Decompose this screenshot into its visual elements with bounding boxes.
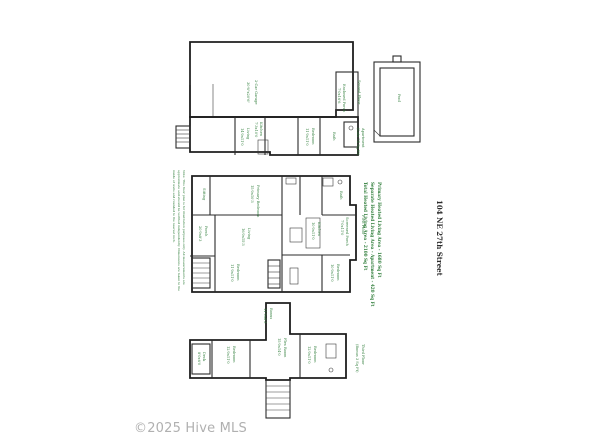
- kitchen-island: [289, 227, 303, 243]
- living-label: Living: [247, 228, 251, 240]
- toilet-icon: [328, 367, 334, 373]
- bedroom-dim: 11'0x11'0: [305, 128, 309, 146]
- enclosed-porch-label: Enclosed Porch: [342, 84, 346, 113]
- living-dim: 16'0x15'3: [241, 228, 245, 246]
- kitchen-dim: 10'0x11'0: [311, 222, 315, 240]
- porch-label: Porch: [204, 226, 208, 237]
- second-floor-label: Second Floor: [357, 80, 361, 104]
- first-floor-outline: [191, 175, 357, 293]
- closet: [289, 267, 299, 285]
- bonus-dim: 11'0x8'3: [263, 308, 267, 324]
- deck-dim: 8'0x6'0: [197, 352, 201, 366]
- third-floor-outline: [189, 302, 347, 381]
- bathtub-icon: [322, 177, 334, 187]
- bedroom-dim: 11'0x11'0: [230, 264, 234, 282]
- garage-label: 2-Car Garage: [254, 80, 258, 105]
- third-floor-label: Third Floor: [361, 344, 365, 365]
- apartment-dim: (Lots 74 Sq Ft): [356, 128, 360, 156]
- living-label: Living: [246, 128, 250, 140]
- toilet-icon: [348, 125, 354, 131]
- enclosed-porch-dim: 7'0x16'6: [337, 88, 341, 104]
- sink-icon: [285, 177, 297, 185]
- bedroom-label: Bedroom: [236, 264, 240, 281]
- bath-room: [325, 343, 337, 359]
- disclaimer-note: approximate and should be verified indep…: [177, 170, 181, 291]
- pool-label: Pool: [397, 94, 401, 103]
- bedroom-label: Bedroom: [311, 128, 315, 145]
- third-floor-plan: Bonus 11'0x8'3 Flex Room 15'0x14'0 Bedro…: [189, 302, 365, 419]
- first-floor-plan: Primary Bedroom 15'0x10'3 Sitting Bath P…: [172, 170, 382, 306]
- kitchen-counter: [257, 139, 269, 155]
- apartment-outline: [189, 116, 359, 156]
- summary-line: Total Heated Living Area - 2100 Sq Ft: [363, 182, 368, 270]
- summary-line: Primary Heated Living Area - 1680 Sq Ft: [377, 182, 382, 277]
- bath-label: Bath: [332, 132, 336, 141]
- first-floor-label: First Floor: [361, 215, 365, 235]
- bedroom-dim: 10'0x11'0: [330, 264, 334, 282]
- stairs-icon: [175, 125, 191, 149]
- primary-bedroom-label: Primary Bedroom: [256, 185, 260, 218]
- watermark: ©2025 Hive MLS: [134, 421, 247, 436]
- kitchen-label: Kitchen: [259, 122, 263, 137]
- disclaimer-note: Note: This floor plan is for illustratio…: [182, 170, 186, 285]
- screened-porch-label: Screened Porch: [345, 217, 349, 246]
- apartment-label: Apartment: [361, 127, 365, 148]
- kitchen-counter: [305, 217, 321, 249]
- bedroom-label: Bedroom: [232, 346, 236, 363]
- plan-title: 104 NE 27th Street: [435, 200, 444, 277]
- bedroom-dim: 12'0x11'0: [226, 346, 230, 364]
- deck-room: [191, 343, 211, 375]
- screened-porch-dim: 7'0x11'0: [340, 220, 344, 236]
- sitting-label: Sitting: [202, 188, 206, 201]
- flex-room-dim: 15'0x14'0: [277, 338, 281, 356]
- bedroom-label: Bedroom: [313, 346, 317, 363]
- bath-room: [343, 121, 359, 148]
- summary-line: Separate Heated Living Area - Apartment …: [370, 182, 375, 306]
- bonus-label: Bonus: [269, 308, 273, 319]
- porch-dim: 20'0x8'3: [198, 226, 202, 242]
- living-dim: 14'0x11'0: [240, 128, 244, 146]
- bedroom-dim: 12'0x11'0: [307, 346, 311, 364]
- bedroom-label: Bedroom: [336, 264, 340, 281]
- primary-bedroom-dim: 15'0x10'3: [250, 185, 254, 203]
- pool: [373, 55, 421, 143]
- stairs-icon: [267, 259, 281, 289]
- bath-label: Bath: [339, 191, 343, 200]
- disclaimer-note: inside of walls and rounded to the neare…: [172, 170, 176, 243]
- garage-outline: [189, 41, 354, 118]
- garage-dim: 30'6"x20'6": [246, 82, 250, 103]
- deck-label: Deck: [202, 352, 206, 362]
- third-floor-dim: (Bonus 3 Sq Ft): [355, 344, 359, 373]
- toilet-icon: [337, 179, 343, 185]
- stairs-icon: [265, 379, 291, 419]
- kitchen-label: Kitchen: [317, 222, 321, 237]
- second-floor-plan: 2-Car Garage 30'6"x20'6" Second Floor En…: [175, 41, 421, 156]
- kitchen-dim: 7'3x10'0: [254, 122, 258, 138]
- flex-room-label: Flex Room: [283, 338, 287, 358]
- stairs-icon: [191, 257, 211, 289]
